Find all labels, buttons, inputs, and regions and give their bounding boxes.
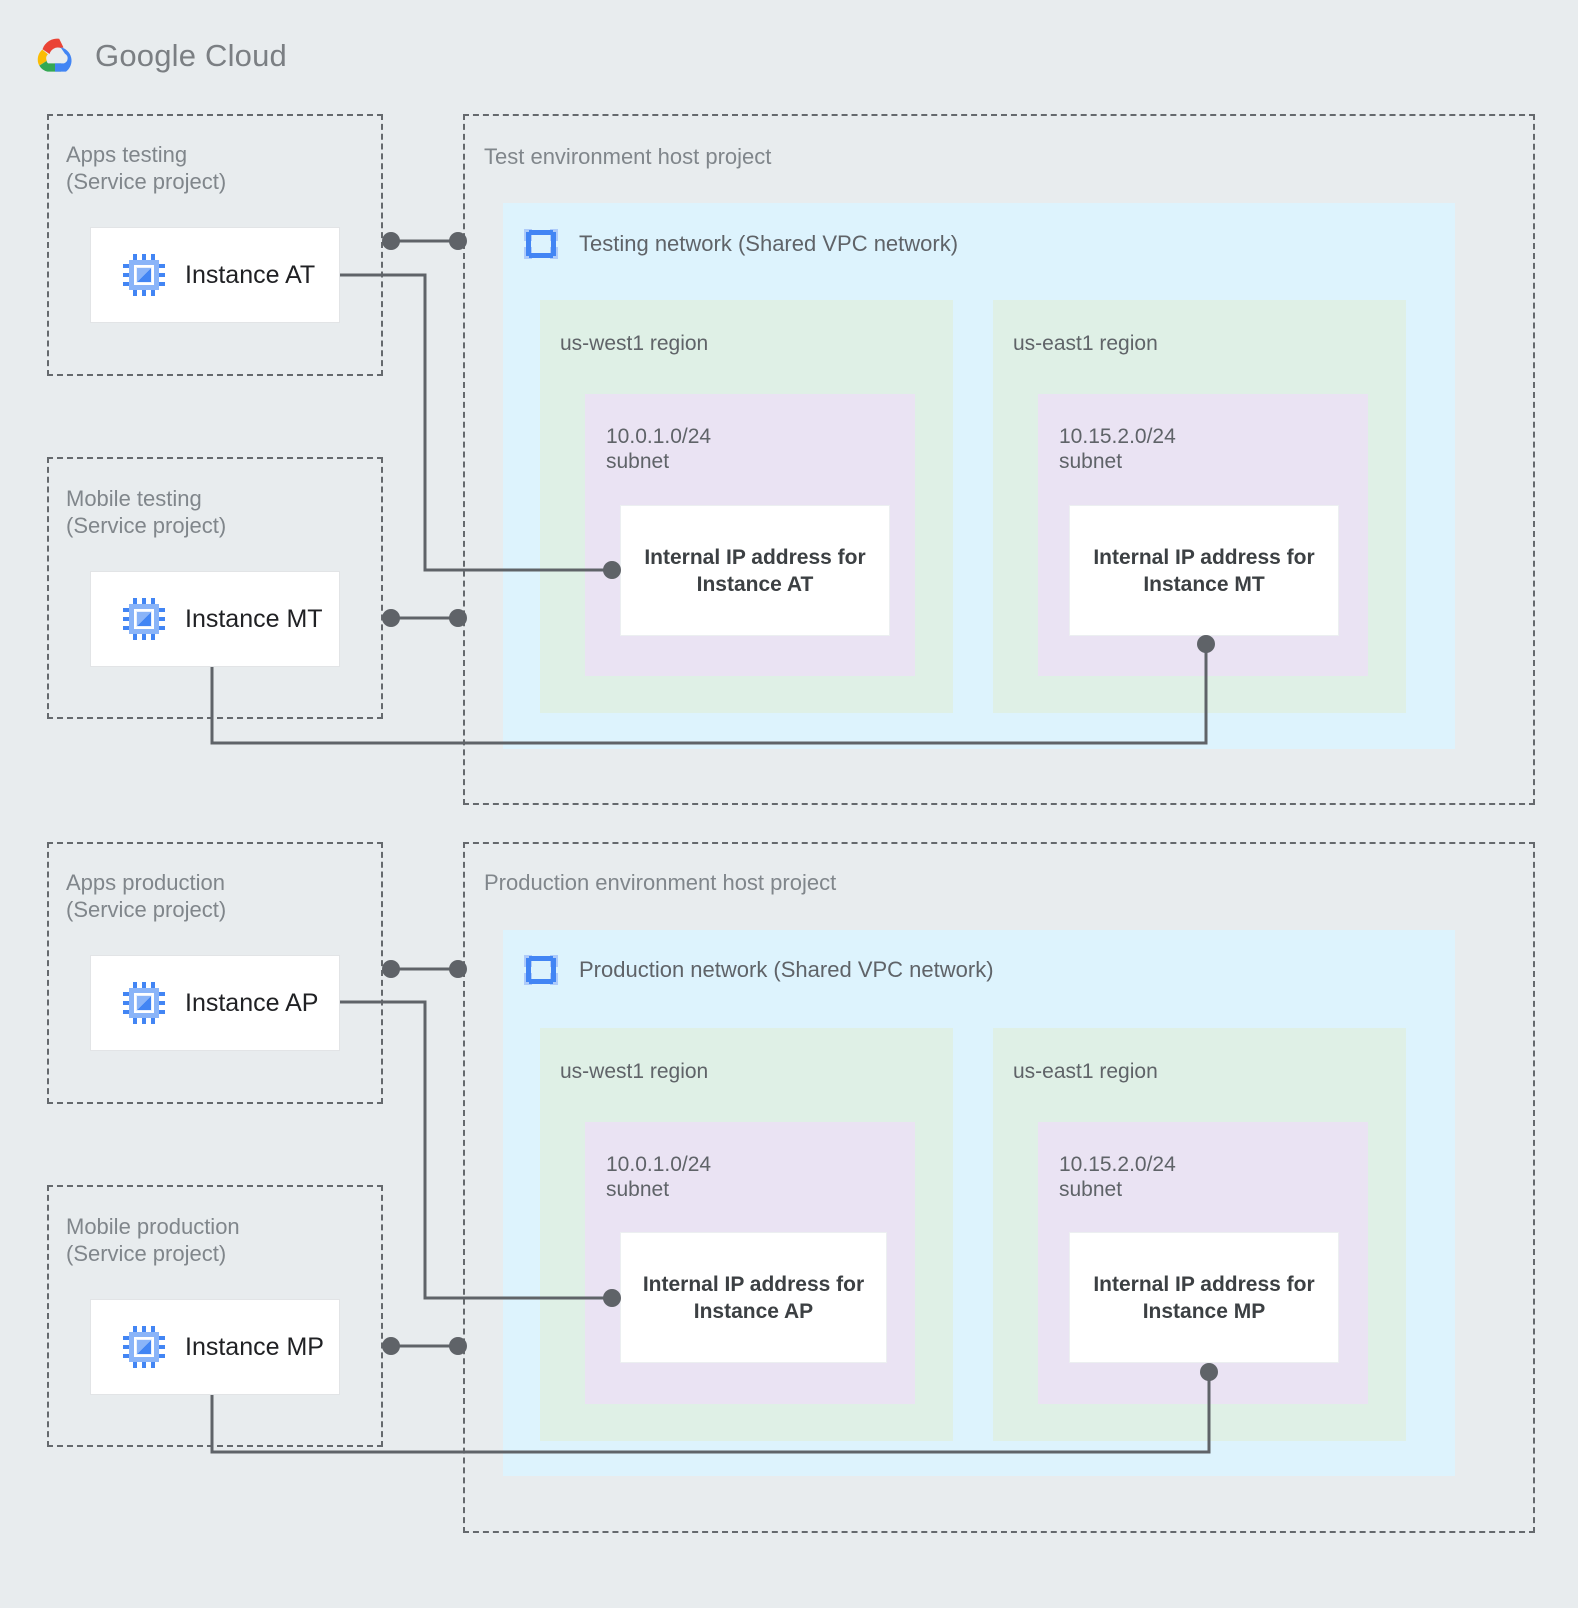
subnet-10-15-2-0-production-title: 10.15.2.0/24 subnet <box>1059 1153 1176 1201</box>
instance-label-mt: Instance MT <box>185 604 323 633</box>
instance-label-at: Instance AT <box>185 260 316 289</box>
vpc-network-icon <box>524 229 558 259</box>
ip-card-instance-at-label: Internal IP address for Instance AT <box>644 545 866 596</box>
service-project-mobile-testing-title: Mobile testing (Service project) <box>66 486 227 538</box>
region-us-east1-test-title: us-east1 region <box>1013 332 1158 355</box>
ip-card-instance-at[interactable]: Internal IP address for Instance AT <box>620 505 890 636</box>
service-project-apps-testing-title: Apps testing (Service project) <box>66 142 227 194</box>
region-us-east1-production-title: us-east1 region <box>1013 1060 1158 1083</box>
ip-card-instance-ap-label: Internal IP address for Instance AP <box>642 1272 865 1323</box>
network-production-header: Production network (Shared VPC network) <box>521 950 994 990</box>
subnet-10-15-2-0-test-title: 10.15.2.0/24 subnet <box>1059 425 1176 473</box>
google-cloud-logo: Google Cloud <box>33 34 287 78</box>
service-project-mobile-production-title: Mobile production (Service project) <box>66 1214 240 1266</box>
instance-label-mp: Instance MP <box>185 1332 324 1361</box>
host-project-production-environment-title: Production environment host project <box>484 870 837 895</box>
ip-card-instance-mt-label: Internal IP address for Instance MT <box>1093 545 1315 596</box>
network-testing-header: Testing network (Shared VPC network) <box>521 224 958 264</box>
connector-at-bridge-dot-left <box>382 232 400 250</box>
vm-chip-icon <box>123 598 165 640</box>
instance-card-mt[interactable]: Instance MT <box>90 571 340 667</box>
instance-card-mp[interactable]: Instance MP <box>90 1299 340 1395</box>
region-us-west1-test-title: us-west1 region <box>560 332 709 355</box>
vm-chip-icon <box>123 982 165 1024</box>
instance-card-at[interactable]: Instance AT <box>90 227 340 323</box>
connector-ap-bridge-dot-left <box>382 960 400 978</box>
vpc-network-icon <box>524 955 558 985</box>
connector-mt-bridge-dot-left <box>382 609 400 627</box>
ip-card-instance-mp-label: Internal IP address for Instance MP <box>1093 1272 1315 1323</box>
ip-card-instance-mt[interactable]: Internal IP address for Instance MT <box>1069 505 1339 636</box>
network-production-title: Production network (Shared VPC network) <box>579 957 994 982</box>
logo-text-google: Google <box>95 38 197 73</box>
subnet-10-0-1-0-test-title: 10.0.1.0/24 subnet <box>606 425 712 473</box>
subnet-10-0-1-0-production-title: 10.0.1.0/24 subnet <box>606 1153 712 1201</box>
logo-text-cloud: Cloud <box>205 38 287 73</box>
vm-chip-icon <box>123 254 165 296</box>
logo-text: Google Cloud <box>95 38 287 74</box>
region-us-west1-production-title: us-west1 region <box>560 1060 709 1083</box>
ip-card-instance-mp[interactable]: Internal IP address for Instance MP <box>1069 1232 1339 1363</box>
connector-mp-bridge-dot-left <box>382 1337 400 1355</box>
vm-chip-icon <box>123 1326 165 1368</box>
instance-label-ap: Instance AP <box>185 988 319 1017</box>
network-testing-title: Testing network (Shared VPC network) <box>579 231 959 256</box>
ip-card-instance-ap[interactable]: Internal IP address for Instance AP <box>620 1232 887 1363</box>
service-project-apps-production-title: Apps production (Service project) <box>66 870 227 922</box>
google-cloud-logo-icon <box>37 38 72 72</box>
instance-card-ap[interactable]: Instance AP <box>90 955 340 1051</box>
host-project-test-environment-title: Test environment host project <box>484 144 772 169</box>
